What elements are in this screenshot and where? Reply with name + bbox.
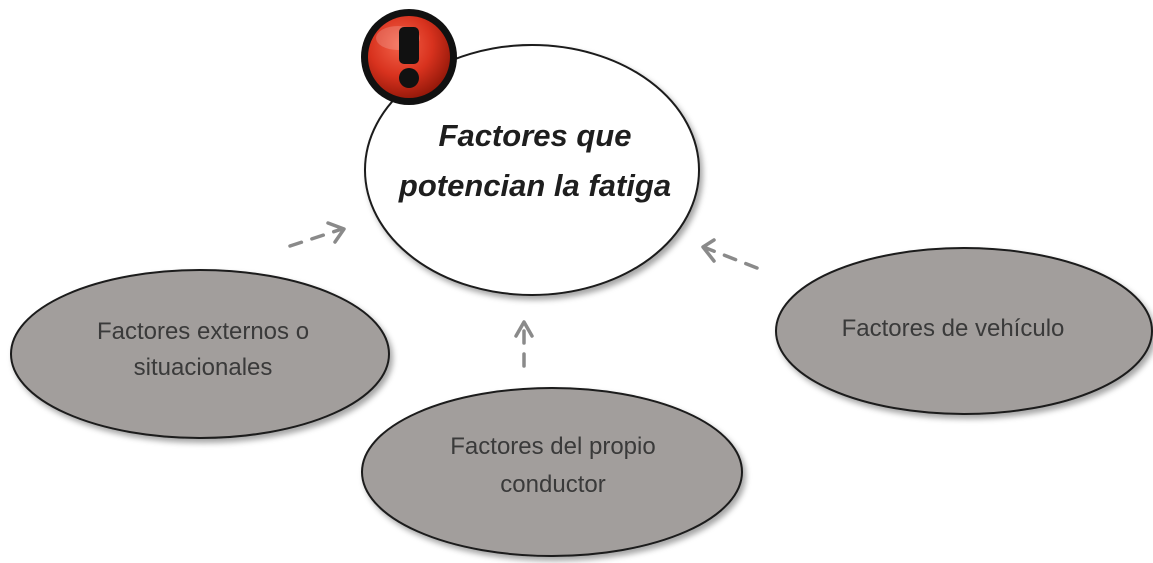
- central-title-line2: potencian la fatiga: [398, 168, 671, 203]
- node-external-factors: Factores externos o situacionales: [10, 269, 390, 439]
- node-driver-label-line2: conductor: [500, 471, 605, 498]
- node-external-ellipse: [10, 269, 390, 439]
- node-vehicle-label: Factores de vehículo: [842, 315, 1065, 342]
- node-external-label-line1: Factores externos o: [97, 318, 309, 345]
- central-node: Factores que potencian la fatiga: [364, 44, 700, 296]
- exclamation-warning-icon: [361, 9, 457, 105]
- central-ellipse: [364, 44, 700, 296]
- node-driver-factors: Factores del propio conductor: [361, 387, 743, 557]
- node-vehicle-factors: Factores de vehículo: [775, 247, 1153, 415]
- node-driver-label-line1: Factores del propio: [450, 433, 655, 460]
- node-driver-ellipse: [361, 387, 743, 557]
- arrow-external-to-center: [288, 221, 346, 248]
- arrow-driver-to-center: [514, 320, 534, 368]
- central-title-line1: Factores que: [439, 118, 632, 153]
- node-external-label-line2: situacionales: [134, 354, 273, 381]
- arrow-vehicle-to-center: [701, 238, 759, 270]
- node-vehicle-ellipse: [775, 247, 1153, 415]
